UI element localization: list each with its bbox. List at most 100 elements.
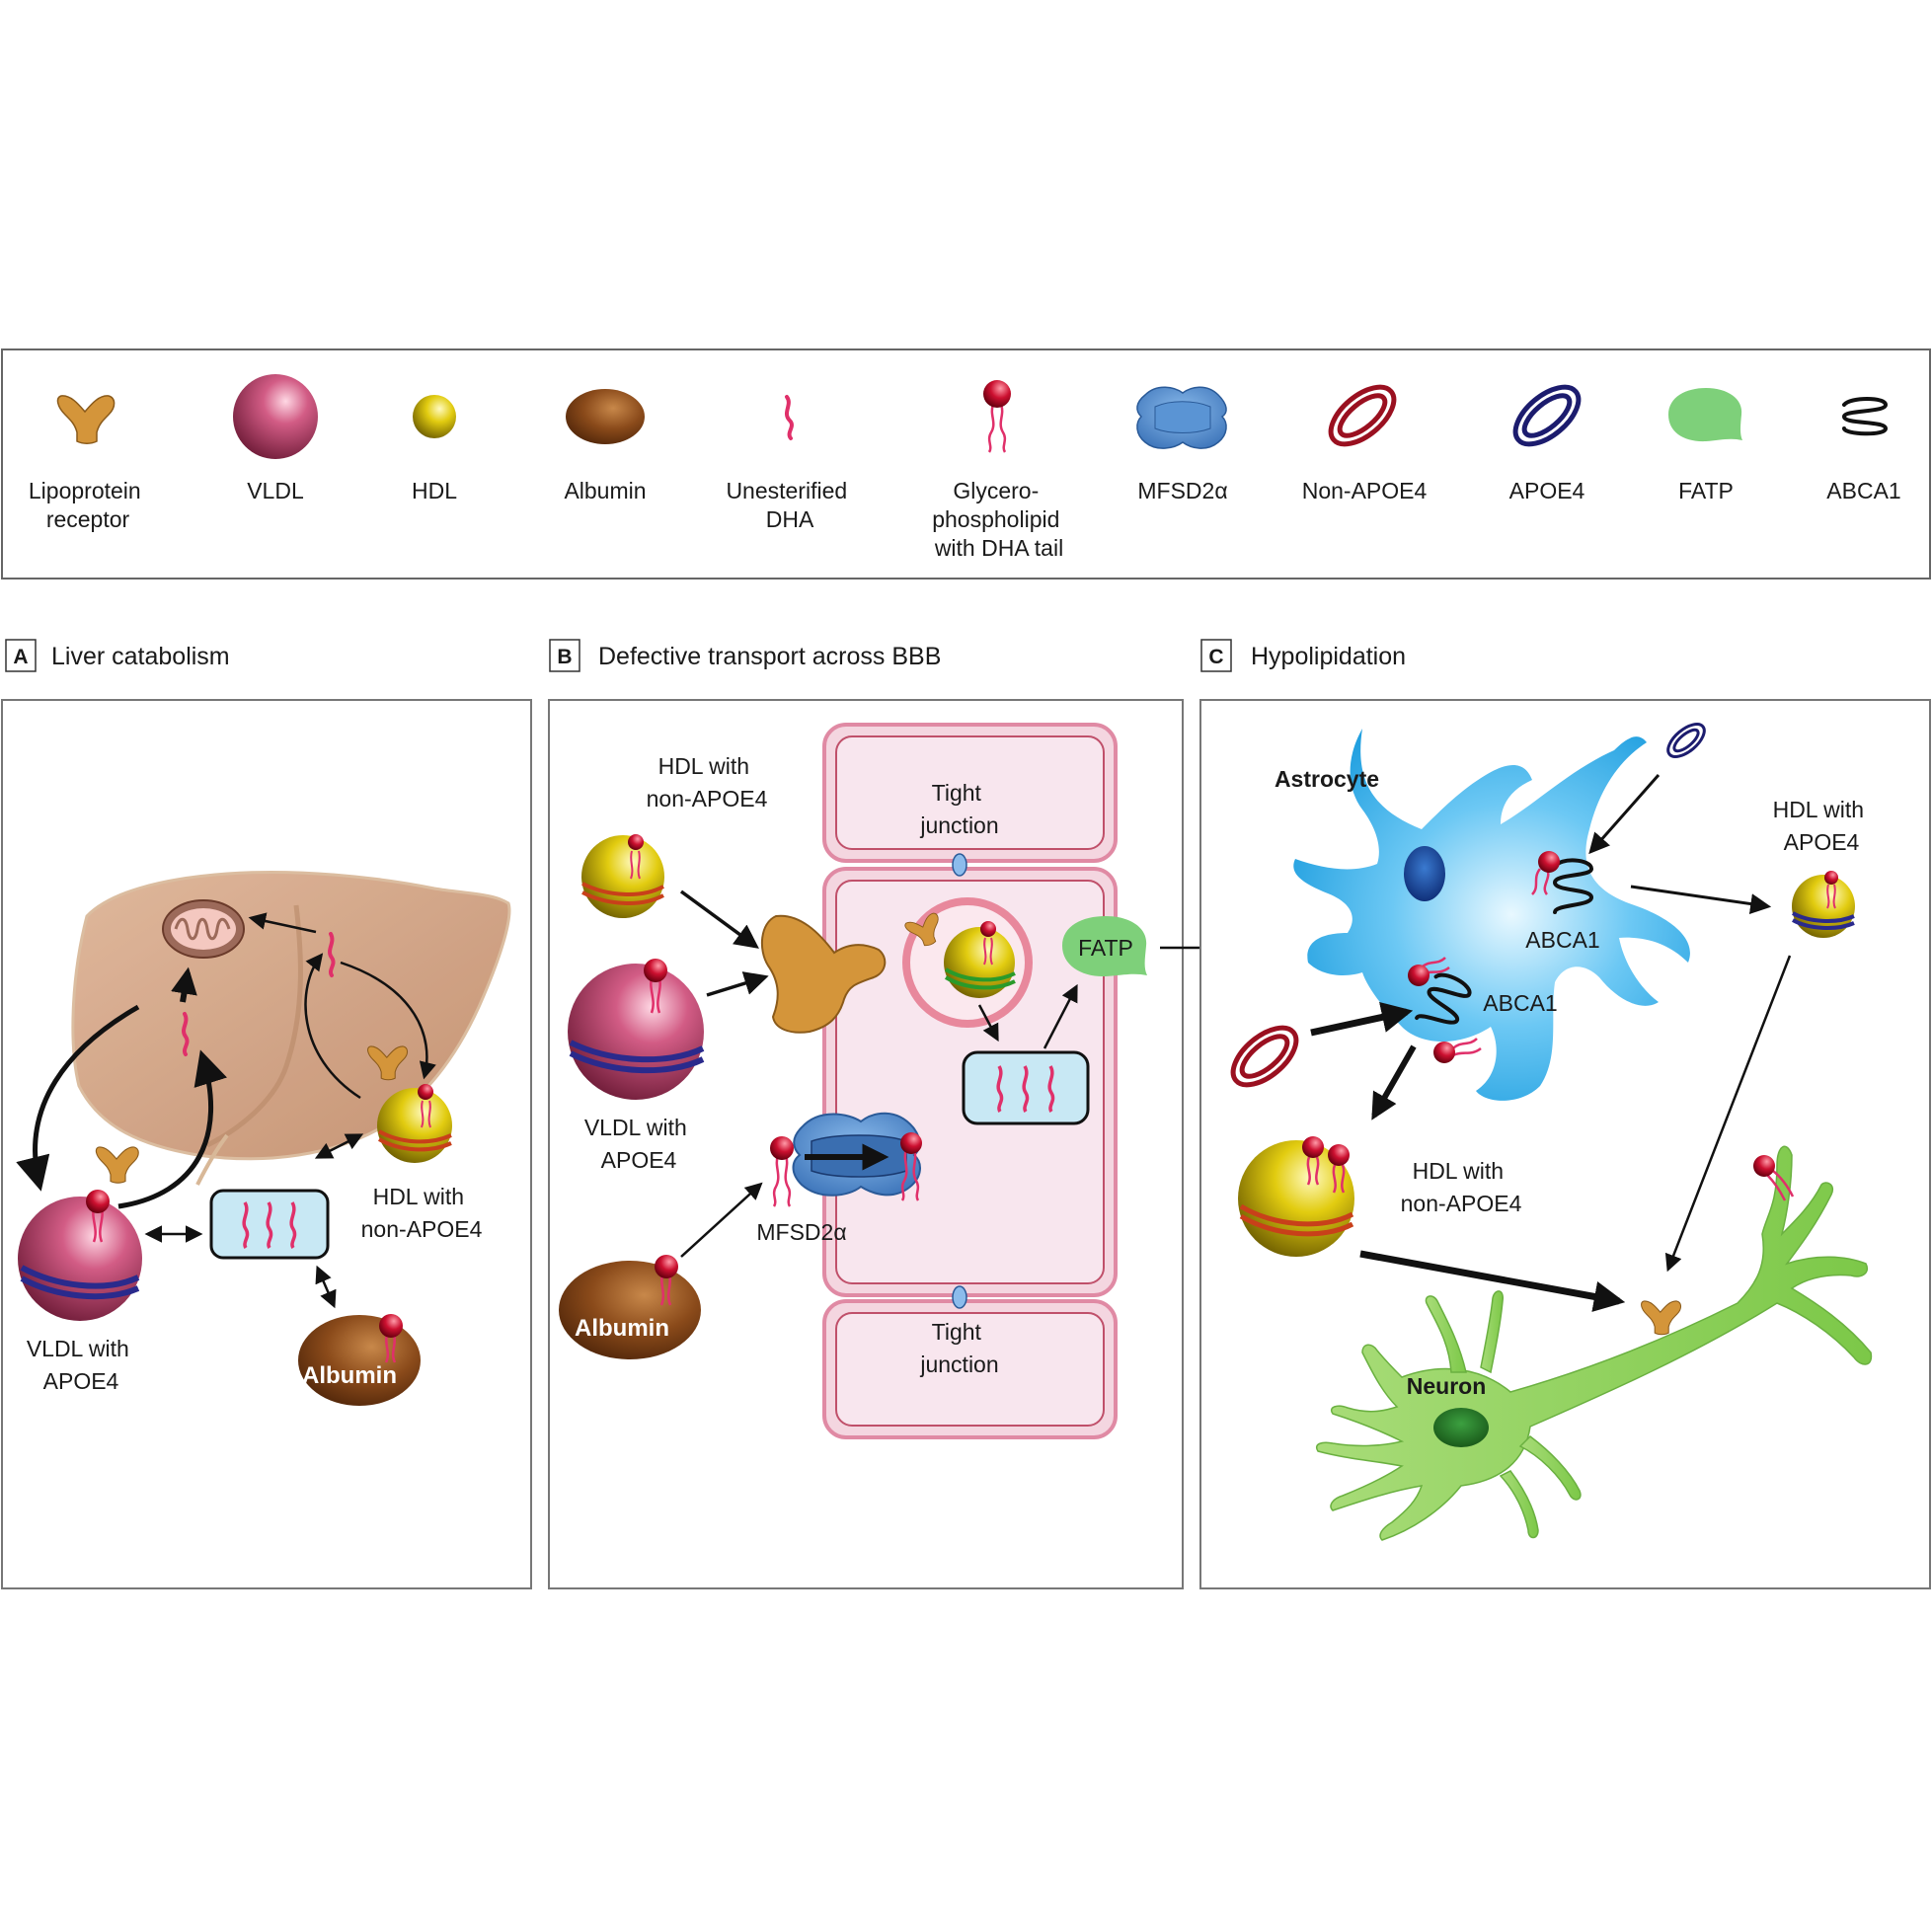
- arrow: [1043, 983, 1078, 1049]
- arrow: [171, 966, 197, 1003]
- abca1-icon: [1552, 858, 1594, 914]
- legend-label-albumin: Albumin: [564, 478, 646, 503]
- arrow: [679, 889, 759, 949]
- panel-b-letter: B: [557, 646, 572, 668]
- receptor-icon: [367, 1045, 409, 1081]
- mitochondrion-icon: [162, 899, 245, 959]
- abca1-icon: [1415, 972, 1472, 1025]
- panel-c: Astrocyte ABCA1 ABCA1: [1199, 699, 1931, 1589]
- junction-protein: [952, 1285, 967, 1309]
- panel-b-title: Defective transport across BBB: [598, 643, 941, 670]
- arrow: [1371, 1044, 1417, 1121]
- hdl-icon: [413, 395, 456, 438]
- legend-label-phospholipid: Glycero- phospholipid with DHA tail: [932, 478, 1066, 561]
- legend: Lipoprotein receptor VLDL HDL Albumin Un…: [1, 348, 1931, 580]
- legend-label-vldl: VLDL: [247, 478, 304, 503]
- vldl-label: VLDL with APOE4: [27, 1336, 135, 1394]
- hdl-particle: [1238, 1136, 1354, 1257]
- vldl-particle: [568, 959, 705, 1100]
- vldl-icon: [233, 374, 318, 459]
- arrow: [340, 961, 436, 1080]
- apoe4-icon: [1512, 384, 1582, 447]
- phospholipid-icon: [1531, 851, 1560, 895]
- panel-b: Tight junction Tight junction: [548, 699, 1292, 1589]
- receptor-icon: [760, 914, 887, 1034]
- junction-protein: [952, 853, 967, 877]
- albumin-particle: Albumin: [559, 1255, 701, 1359]
- dha-icon: [785, 395, 794, 440]
- liver-lobe-line: [205, 904, 303, 1148]
- arrow: [1310, 1001, 1414, 1037]
- tight-junction-top-label: Tight junction: [919, 780, 998, 838]
- hdl-nonapoe4-label: HDL with non-APOE4: [1401, 1158, 1522, 1216]
- neuron-nucleus: [1433, 1408, 1489, 1447]
- legend-label-hdl: HDL: [412, 478, 457, 503]
- panel-c-title: Hypolipidation: [1251, 643, 1406, 670]
- endothelial-cell-bottom: [822, 1299, 1118, 1439]
- fatp-label: FATP: [1078, 935, 1133, 961]
- legend-frame: [1, 348, 1931, 580]
- endothelial-cell-top: [822, 723, 1118, 863]
- panel-b-header: B Defective transport across BBB: [549, 639, 941, 672]
- receptor-icon: [904, 912, 939, 947]
- abca1-label: ABCA1: [1525, 927, 1599, 953]
- arrow: [304, 953, 361, 1100]
- astrocyte-label: Astrocyte: [1275, 766, 1379, 792]
- astrocyte-nucleus: [1404, 846, 1445, 901]
- hdl-particle: [581, 834, 664, 918]
- liver-ligament: [195, 1133, 229, 1186]
- arrow: [1359, 1250, 1626, 1312]
- arrow: [1664, 955, 1792, 1273]
- fatp-icon: [1668, 388, 1742, 442]
- receptor-icon: [56, 395, 116, 444]
- albumin-particle: Albumin: [298, 1314, 421, 1406]
- arrow: [248, 912, 317, 934]
- legend-label-apoe4: APOE4: [1509, 478, 1585, 503]
- arrow: [315, 1265, 337, 1309]
- legend-label-abca1: ABCA1: [1826, 478, 1900, 503]
- apoe4-icon: [1666, 723, 1706, 758]
- arrow: [680, 1182, 763, 1258]
- mfsd2a-label: MFSD2α: [756, 1219, 846, 1245]
- albumin-label: Albumin: [302, 1362, 397, 1389]
- panel-c-header: C Hypolipidation: [1200, 639, 1406, 672]
- vldl-label: VLDL with APOE4: [584, 1115, 693, 1173]
- fatp-transporter: FATP: [1062, 916, 1147, 977]
- phospholipid-icon: [983, 380, 1011, 453]
- abca1-icon: [1841, 397, 1889, 436]
- legend-label-non-apoe4: Non-APOE4: [1302, 478, 1428, 503]
- legend-label-fatp: FATP: [1678, 478, 1734, 503]
- abca1-label: ABCA1: [1483, 990, 1557, 1016]
- neuron-label: Neuron: [1407, 1373, 1487, 1399]
- arrow: [706, 971, 769, 997]
- legend-label-dha: Unesterified DHA: [726, 478, 853, 532]
- panel-a-title: Liver catabolism: [51, 643, 230, 670]
- albumin-icon: [566, 389, 645, 444]
- dha-pool-box: [209, 1189, 330, 1260]
- hdl-apoe4-label: HDL with APOE4: [1773, 797, 1871, 855]
- arrow: [314, 1133, 364, 1159]
- hdl-particle: [944, 921, 1016, 998]
- mfsd2a-icon: [1136, 386, 1227, 449]
- phospholipid-icon: [1408, 957, 1450, 986]
- legend-label-mfsd2a: MFSD2α: [1137, 478, 1227, 503]
- arrow: [16, 1004, 140, 1192]
- arrow: [1630, 885, 1772, 914]
- phospholipid-icon: [1753, 1155, 1795, 1201]
- hdl-particle: [377, 1084, 452, 1163]
- phospholipid-icon: [770, 1136, 794, 1207]
- phospholipid-icon: [900, 1132, 922, 1201]
- legend-label-receptor: Lipoprotein receptor: [29, 478, 147, 532]
- arrow: [117, 1049, 228, 1209]
- receptor-icon: [1641, 1300, 1682, 1336]
- non-apoe4-icon: [1230, 1025, 1299, 1088]
- panel-a-header: A Liver catabolism: [5, 639, 230, 672]
- dha-icon: [182, 1012, 190, 1056]
- tight-junction-bottom-label: Tight junction: [919, 1319, 998, 1377]
- panel-a: Albumin VLDL with APOE4 HDL with non-APO…: [1, 699, 532, 1589]
- albumin-label: Albumin: [575, 1315, 669, 1342]
- non-apoe4-icon: [1328, 384, 1397, 447]
- hdl-particle: [1792, 871, 1855, 938]
- dha-icon: [328, 932, 336, 977]
